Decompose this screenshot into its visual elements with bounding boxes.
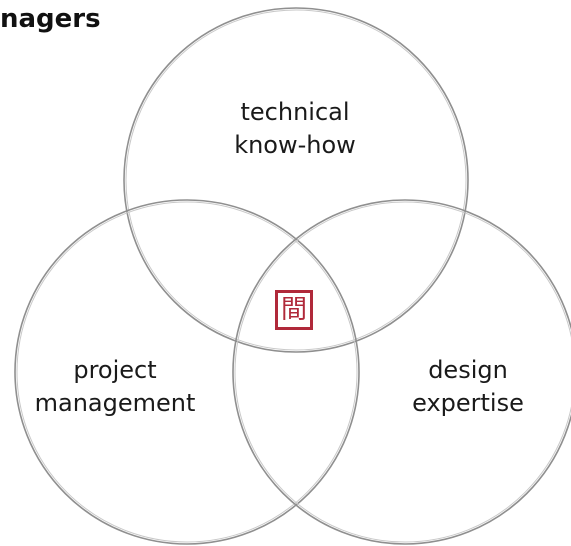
page-heading: nagers xyxy=(0,4,101,34)
seal-glyph: 間 xyxy=(280,295,307,325)
label-design-expertise: design expertise xyxy=(368,354,568,420)
label-line: know-how xyxy=(234,131,356,159)
label-line: expertise xyxy=(412,389,524,417)
label-technical-know-how: technical know-how xyxy=(195,96,395,162)
label-line: management xyxy=(34,389,196,417)
circle-project-management xyxy=(14,199,360,545)
label-line: technical xyxy=(240,98,350,126)
label-project-management: project management xyxy=(15,354,215,420)
label-line: project xyxy=(73,356,157,384)
label-line: design xyxy=(428,356,508,384)
circle-technical-know-how xyxy=(123,7,469,353)
center-seal-icon: 間 xyxy=(275,290,313,330)
circle-design-expertise xyxy=(232,199,571,545)
